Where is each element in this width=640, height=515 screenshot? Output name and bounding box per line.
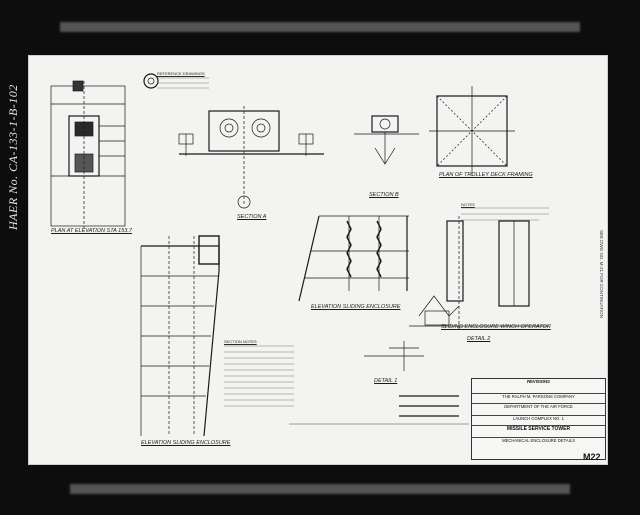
label-plan-elevation: PLAN AT ELEVATION STA 153.7 xyxy=(51,228,132,234)
label-section-notes: SECTION NOTES xyxy=(224,339,257,344)
film-edge-bottom xyxy=(70,484,570,494)
label-elevation-left: ELEVATION SLIDING ENCLOSURE xyxy=(141,440,231,446)
sheet-number: M22 xyxy=(583,452,601,462)
label-detail-2: DETAIL 2 xyxy=(467,336,491,342)
drawing-linework xyxy=(50,73,549,437)
title-block-project: LAUNCH COMPLEX NO. 1 xyxy=(472,415,605,421)
title-block-revisions: REVISIONS xyxy=(527,379,550,384)
right-margin-note-text: SEE DWG NO. M-21 FOR CONTINUATION xyxy=(599,230,604,318)
label-elevation-enclosure: ELEVATION SLIDING ENCLOSURE xyxy=(311,304,401,310)
label-section-a: SECTION A xyxy=(237,214,267,220)
label-notes: NOTES xyxy=(461,202,475,207)
label-plan-trolley: PLAN OF TROLLEY DECK FRAMING xyxy=(439,172,533,178)
label-detail-1: DETAIL 1 xyxy=(374,378,398,384)
title-block-company: THE RALPH M. PARSONS COMPANY xyxy=(472,393,605,399)
title-block-subtitle: MECHANICAL ENCLOSURE DETAILS xyxy=(472,437,605,443)
label-section-b: SECTION B xyxy=(369,192,399,198)
label-reference-drawings: REFERENCE DRAWINGS xyxy=(157,71,205,76)
title-block-department: DEPARTMENT OF THE AIR FORCE xyxy=(472,403,605,409)
film-edge-top xyxy=(60,22,580,32)
haer-number-label: HAER No. CA-133-1-B-102 xyxy=(4,60,24,230)
right-margin-note: SEE DWG NO. M-21 FOR CONTINUATION xyxy=(596,230,608,400)
drawing-sheet: PLAN AT ELEVATION STA 153.7 SECTION A SE… xyxy=(28,55,608,465)
label-winch-operator: SLIDING ENCLOSURE WINCH OPERATOR xyxy=(441,324,551,330)
title-block-drawing-title: MISSILE SERVICE TOWER xyxy=(472,425,605,432)
haer-number-text: HAER No. CA-133-1-B-102 xyxy=(6,84,20,230)
title-block: REVISIONS THE RALPH M. PARSONS COMPANY D… xyxy=(471,378,606,460)
